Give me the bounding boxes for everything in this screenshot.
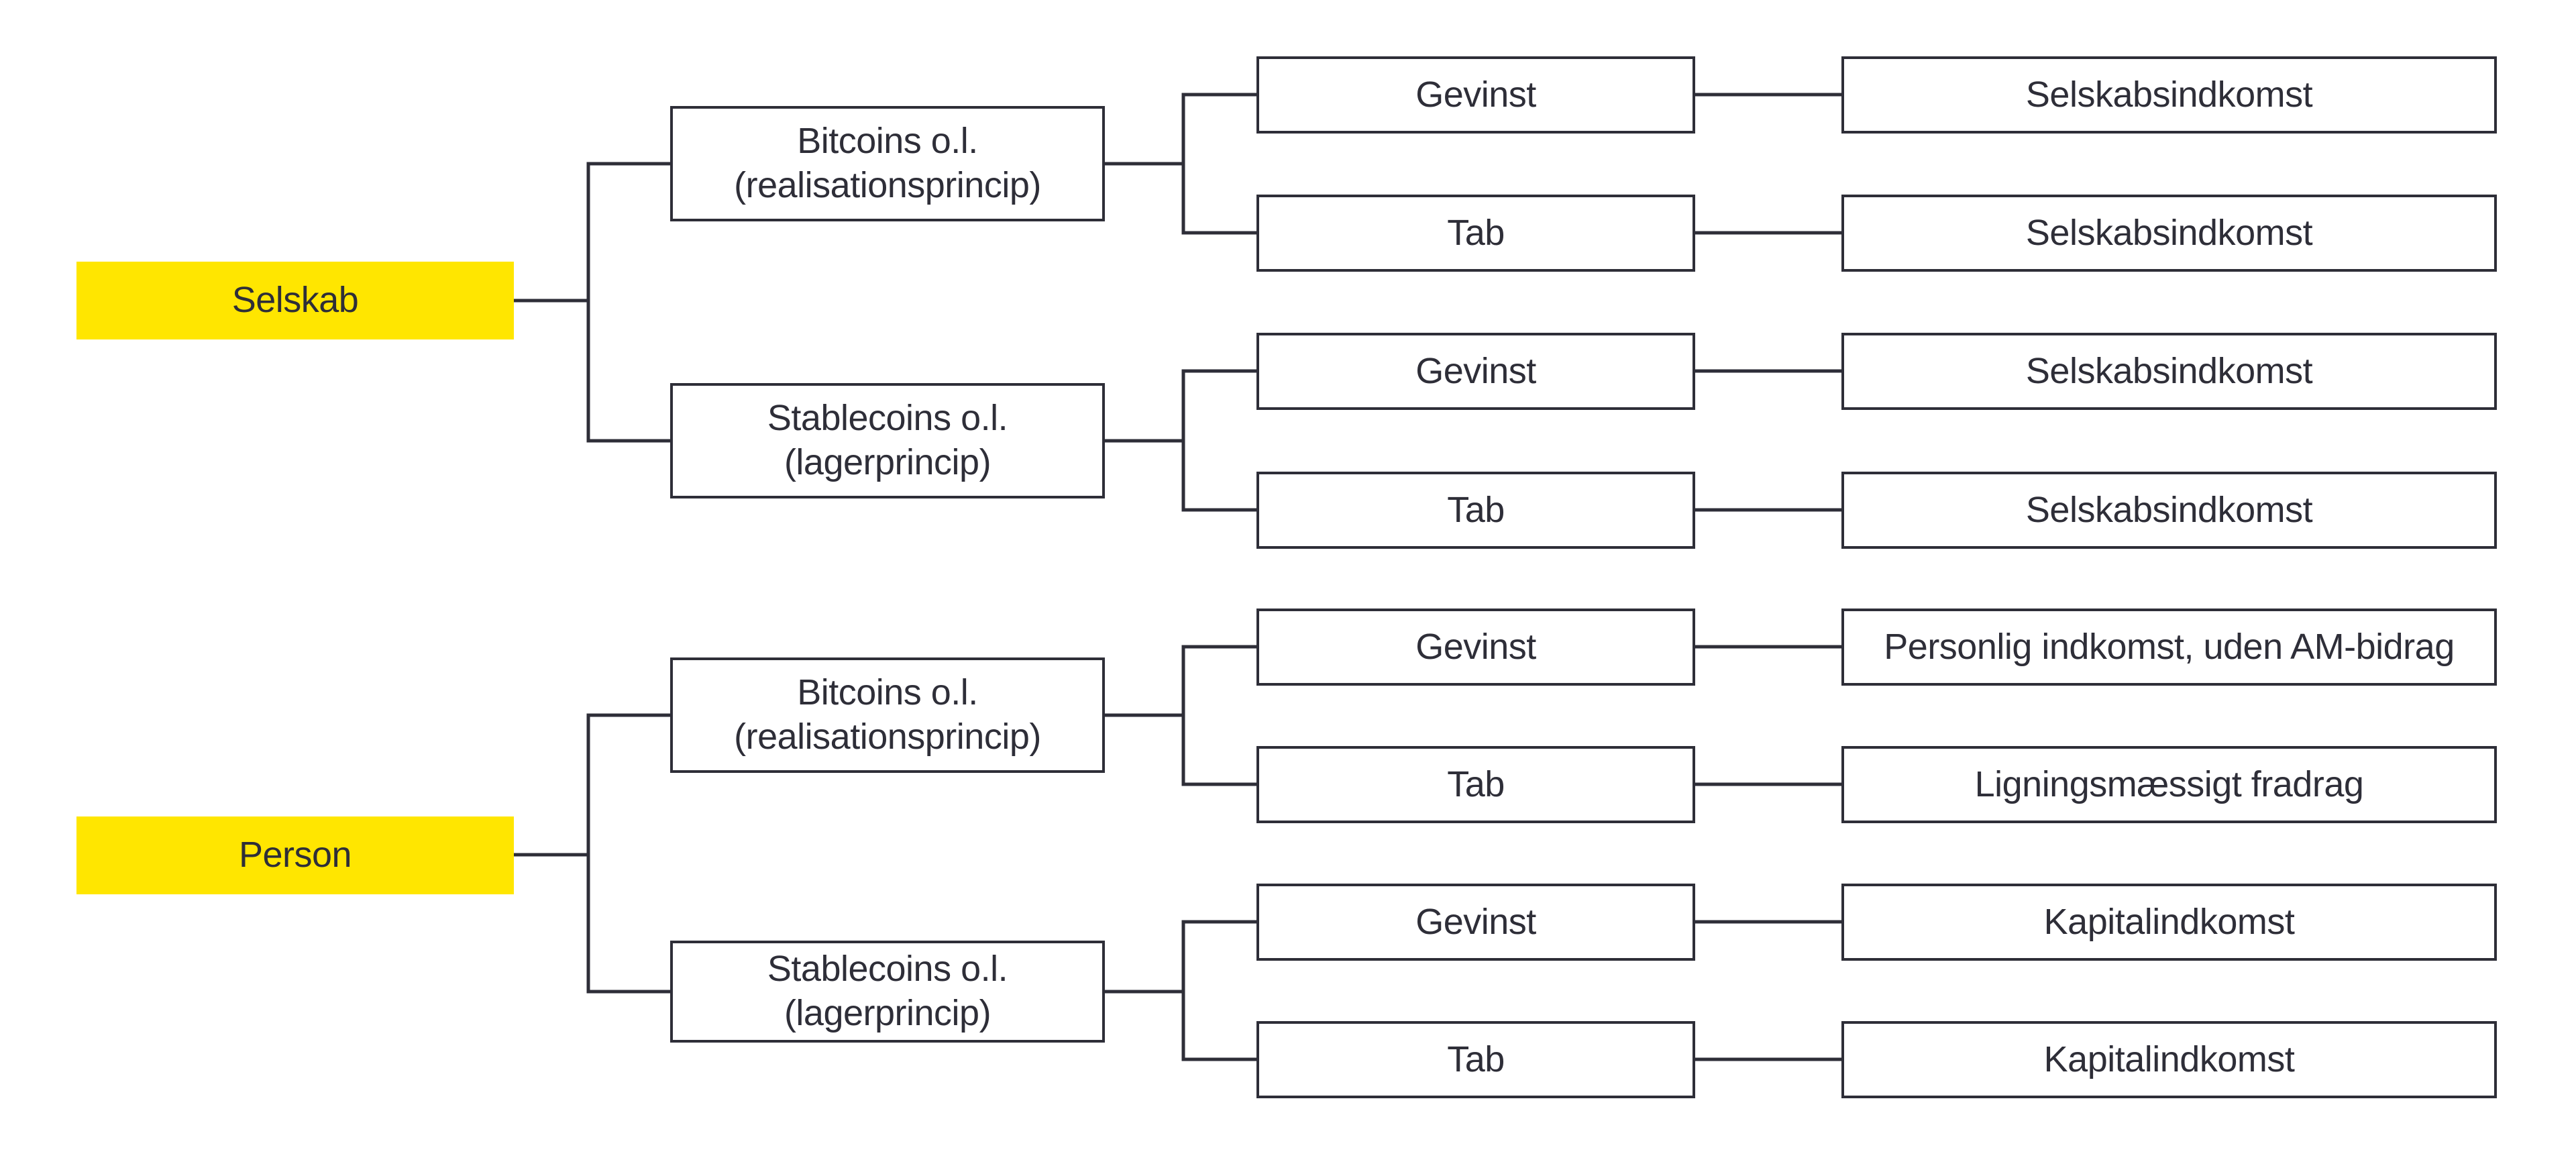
result-label: Kapitalindkomst [2043,901,2295,942]
case-label: Gevinst [1415,350,1536,391]
case-label: Tab [1447,1039,1505,1079]
branch-label-line2: (realisationsprincip) [734,717,1041,757]
root-node-person: Person [76,816,514,894]
result-node: Kapitalindkomst [1841,1021,2497,1098]
root-label: Selskab [231,280,359,321]
branch-label-line2: (realisationsprincip) [734,165,1041,205]
case-node-tab: Tab [1256,746,1695,823]
case-label: Tab [1447,489,1505,530]
result-label: Selskabsindkomst [2025,212,2313,253]
result-node: Selskabsindkomst [1841,472,2497,549]
branch-label-line1: Bitcoins o.l. [797,672,978,713]
root-node-selskab: Selskab [76,262,514,339]
case-label: Gevinst [1415,901,1536,942]
branch-node-stablecoins-selskab: Stablecoins o.l. (lagerprincip) [670,383,1105,498]
result-label: Kapitalindkomst [2043,1039,2295,1079]
branch-node-stablecoins-person: Stablecoins o.l. (lagerprincip) [670,941,1105,1043]
case-node-gevinst: Gevinst [1256,333,1695,410]
result-node: Selskabsindkomst [1841,333,2497,410]
result-label: Selskabsindkomst [2025,489,2313,530]
result-node: Kapitalindkomst [1841,884,2497,961]
result-label: Selskabsindkomst [2025,350,2313,391]
branch-label-line1: Bitcoins o.l. [797,121,978,162]
case-label: Gevinst [1415,74,1536,115]
branch-label-line2: (lagerprincip) [784,993,991,1033]
case-node-tab: Tab [1256,195,1695,272]
result-node: Personlig indkomst, uden AM-bidrag [1841,609,2497,686]
result-label: Personlig indkomst, uden AM-bidrag [1884,626,2455,667]
branch-node-bitcoins-person: Bitcoins o.l. (realisationsprincip) [670,657,1105,773]
case-node-gevinst: Gevinst [1256,609,1695,686]
result-label: Ligningsmæssigt fradrag [1974,763,2364,804]
case-node-gevinst: Gevinst [1256,56,1695,134]
result-node: Ligningsmæssigt fradrag [1841,746,2497,823]
case-label: Gevinst [1415,626,1536,667]
root-label: Person [238,835,352,876]
result-node: Selskabsindkomst [1841,56,2497,134]
case-node-gevinst: Gevinst [1256,884,1695,961]
branch-label-line2: (lagerprincip) [784,442,991,482]
result-node: Selskabsindkomst [1841,195,2497,272]
branch-label-line1: Stablecoins o.l. [767,398,1008,439]
branch-node-bitcoins-selskab: Bitcoins o.l. (realisationsprincip) [670,106,1105,221]
branch-label-line1: Stablecoins o.l. [767,949,1008,990]
case-label: Tab [1447,763,1505,804]
case-node-tab: Tab [1256,1021,1695,1098]
case-node-tab: Tab [1256,472,1695,549]
case-label: Tab [1447,212,1505,253]
result-label: Selskabsindkomst [2025,74,2313,115]
